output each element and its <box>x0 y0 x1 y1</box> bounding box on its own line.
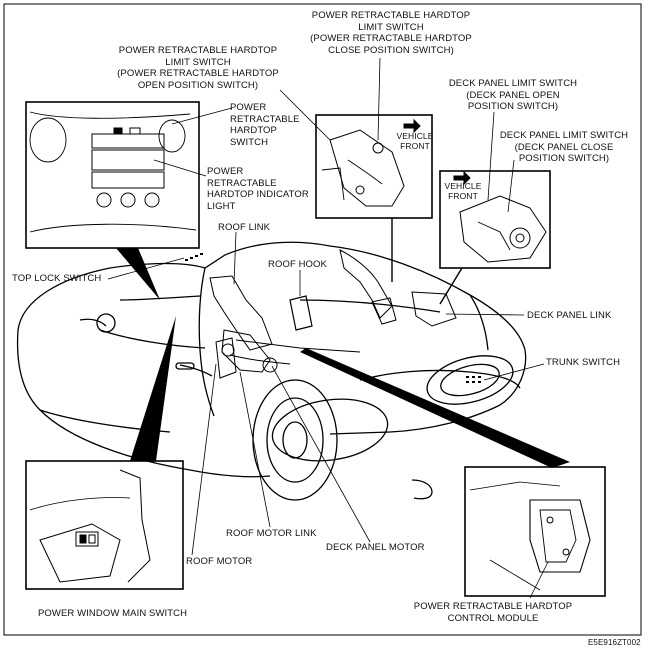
control-module-pointer <box>300 348 570 468</box>
label-vehicle-front-1: VEHICLE FRONT <box>396 131 434 151</box>
label-vehicle-front-2: VEHICLE FRONT <box>444 181 482 201</box>
power-window-pointer <box>130 316 176 461</box>
label-power-window-main-switch: POWER WINDOW MAIN SWITCH <box>38 608 188 619</box>
vehicle-body <box>16 241 527 501</box>
label-hardtop-switch: POWER RETRACTABLE HARDTOP SWITCH <box>230 102 300 148</box>
label-control-module: POWER RETRACTABLE HARDTOP CONTROL MODULE <box>413 601 573 624</box>
label-indicator-light: POWER RETRACTABLE HARDTOP INDICATOR LIGH… <box>207 166 309 212</box>
roof-motor-cluster <box>215 337 278 379</box>
control-module-inset <box>464 466 606 597</box>
dashboard-inset <box>25 101 200 249</box>
deck-panel-inset-leader <box>439 267 463 305</box>
limit-switch-inset <box>315 114 433 219</box>
dashboard-pointer <box>116 248 160 300</box>
power-window-inset <box>25 460 184 590</box>
label-trunk-switch: TRUNK SWITCH <box>546 357 621 368</box>
label-deck-panel-close-switch: DECK PANEL LIMIT SWITCH (DECK PANEL CLOS… <box>499 130 629 164</box>
label-limit-switch-close: POWER RETRACTABLE HARDTOP LIMIT SWITCH (… <box>310 10 472 56</box>
label-deck-panel-link: DECK PANEL LINK <box>527 310 612 321</box>
label-limit-switch-open: POWER RETRACTABLE HARDTOP LIMIT SWITCH (… <box>117 45 279 91</box>
label-deck-panel-open-switch: DECK PANEL LIMIT SWITCH (DECK PANEL OPEN… <box>448 78 578 112</box>
label-roof-motor-link: ROOF MOTOR LINK <box>226 528 317 539</box>
label-top-lock-switch: TOP LOCK SWITCH <box>12 273 102 284</box>
leader-lines <box>107 57 549 599</box>
deck-panel-inset <box>439 170 551 269</box>
label-deck-panel-motor: DECK PANEL MOTOR <box>326 542 425 553</box>
label-roof-hook: ROOF HOOK <box>268 259 327 270</box>
top-lock-switch-marks <box>185 253 203 261</box>
figure-code: E5E916ZT002 <box>588 638 641 647</box>
label-roof-link: ROOF LINK <box>218 222 271 233</box>
trunk-switch-marks <box>466 376 481 383</box>
label-roof-motor: ROOF MOTOR <box>186 556 253 567</box>
